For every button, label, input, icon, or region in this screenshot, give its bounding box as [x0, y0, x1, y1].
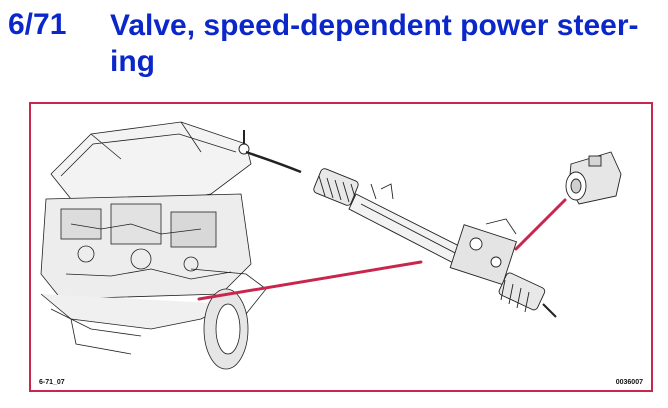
- section-title: Valve, speed-dependent power steer- ing: [110, 8, 650, 80]
- section-title-line-2: ing: [110, 45, 155, 78]
- section-heading: 6/71 Valve, speed-dependent power steer-…: [0, 0, 668, 90]
- section-title-line-1: Valve, speed-dependent power steer-: [110, 9, 639, 42]
- callout-line-valve: [514, 198, 567, 251]
- valve-detail-illustration: [565, 151, 622, 205]
- figure-illustration: [40, 121, 622, 370]
- figure-code-left: 6-71_07: [39, 379, 65, 386]
- section-number: 6/71: [8, 8, 67, 41]
- car-illustration: [40, 121, 267, 370]
- steering-rack-illustration: [238, 130, 557, 318]
- callout-lines: [197, 198, 567, 301]
- figure-frame: 6-71_07 0036007: [29, 102, 653, 392]
- figure-code-right: 0036007: [615, 379, 643, 386]
- callout-line-vehicle: [197, 260, 423, 301]
